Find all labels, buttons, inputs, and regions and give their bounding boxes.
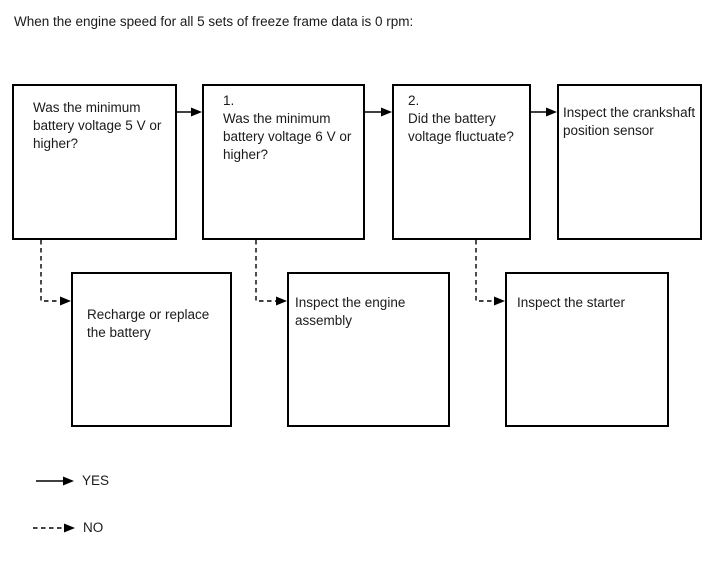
step-label: Was the minimum battery voltage 5 V or h… (33, 100, 162, 151)
step-box-min-voltage-5v: Was the minimum battery voltage 5 V or h… (12, 84, 177, 240)
step-box-inspect-crankshaft-sensor: Inspect the crankshaft position sensor (557, 84, 702, 240)
step-label: Was the minimum battery voltage 6 V or h… (223, 111, 352, 162)
action-label: Inspect the engine assembly (295, 295, 406, 328)
no-arrow-2-icon (255, 240, 287, 306)
action-box-inspect-engine-assembly: Inspect the engine assembly (287, 272, 450, 427)
action-box-recharge-battery: Recharge or replace the battery (71, 272, 232, 427)
no-arrow-3-icon (475, 240, 505, 306)
legend-no-label: NO (83, 520, 104, 535)
action-box-inspect-starter: Inspect the starter (505, 272, 669, 427)
legend-yes-arrow-icon (36, 476, 74, 486)
step-label: Did the battery voltage fluctuate? (408, 111, 514, 144)
action-label: Recharge or replace the battery (87, 307, 210, 340)
legend-no-arrow-icon (33, 523, 75, 533)
action-label: Inspect the starter (517, 295, 626, 310)
page-title: When the engine speed for all 5 sets of … (14, 14, 414, 29)
no-arrow-1-icon (40, 240, 71, 306)
step-number: 2. (408, 93, 420, 108)
legend-yes-label: YES (82, 473, 110, 488)
step-box-voltage-fluctuate: 2. Did the battery voltage fluctuate? (392, 84, 531, 240)
yes-arrow-3-icon (531, 107, 557, 117)
yes-arrow-1-icon (177, 107, 202, 117)
step-label: Inspect the crankshaft position sensor (563, 105, 696, 138)
yes-arrow-2-icon (365, 107, 392, 117)
step-number: 1. (223, 93, 235, 108)
step-box-min-voltage-6v: 1. Was the minimum battery voltage 6 V o… (202, 84, 365, 240)
